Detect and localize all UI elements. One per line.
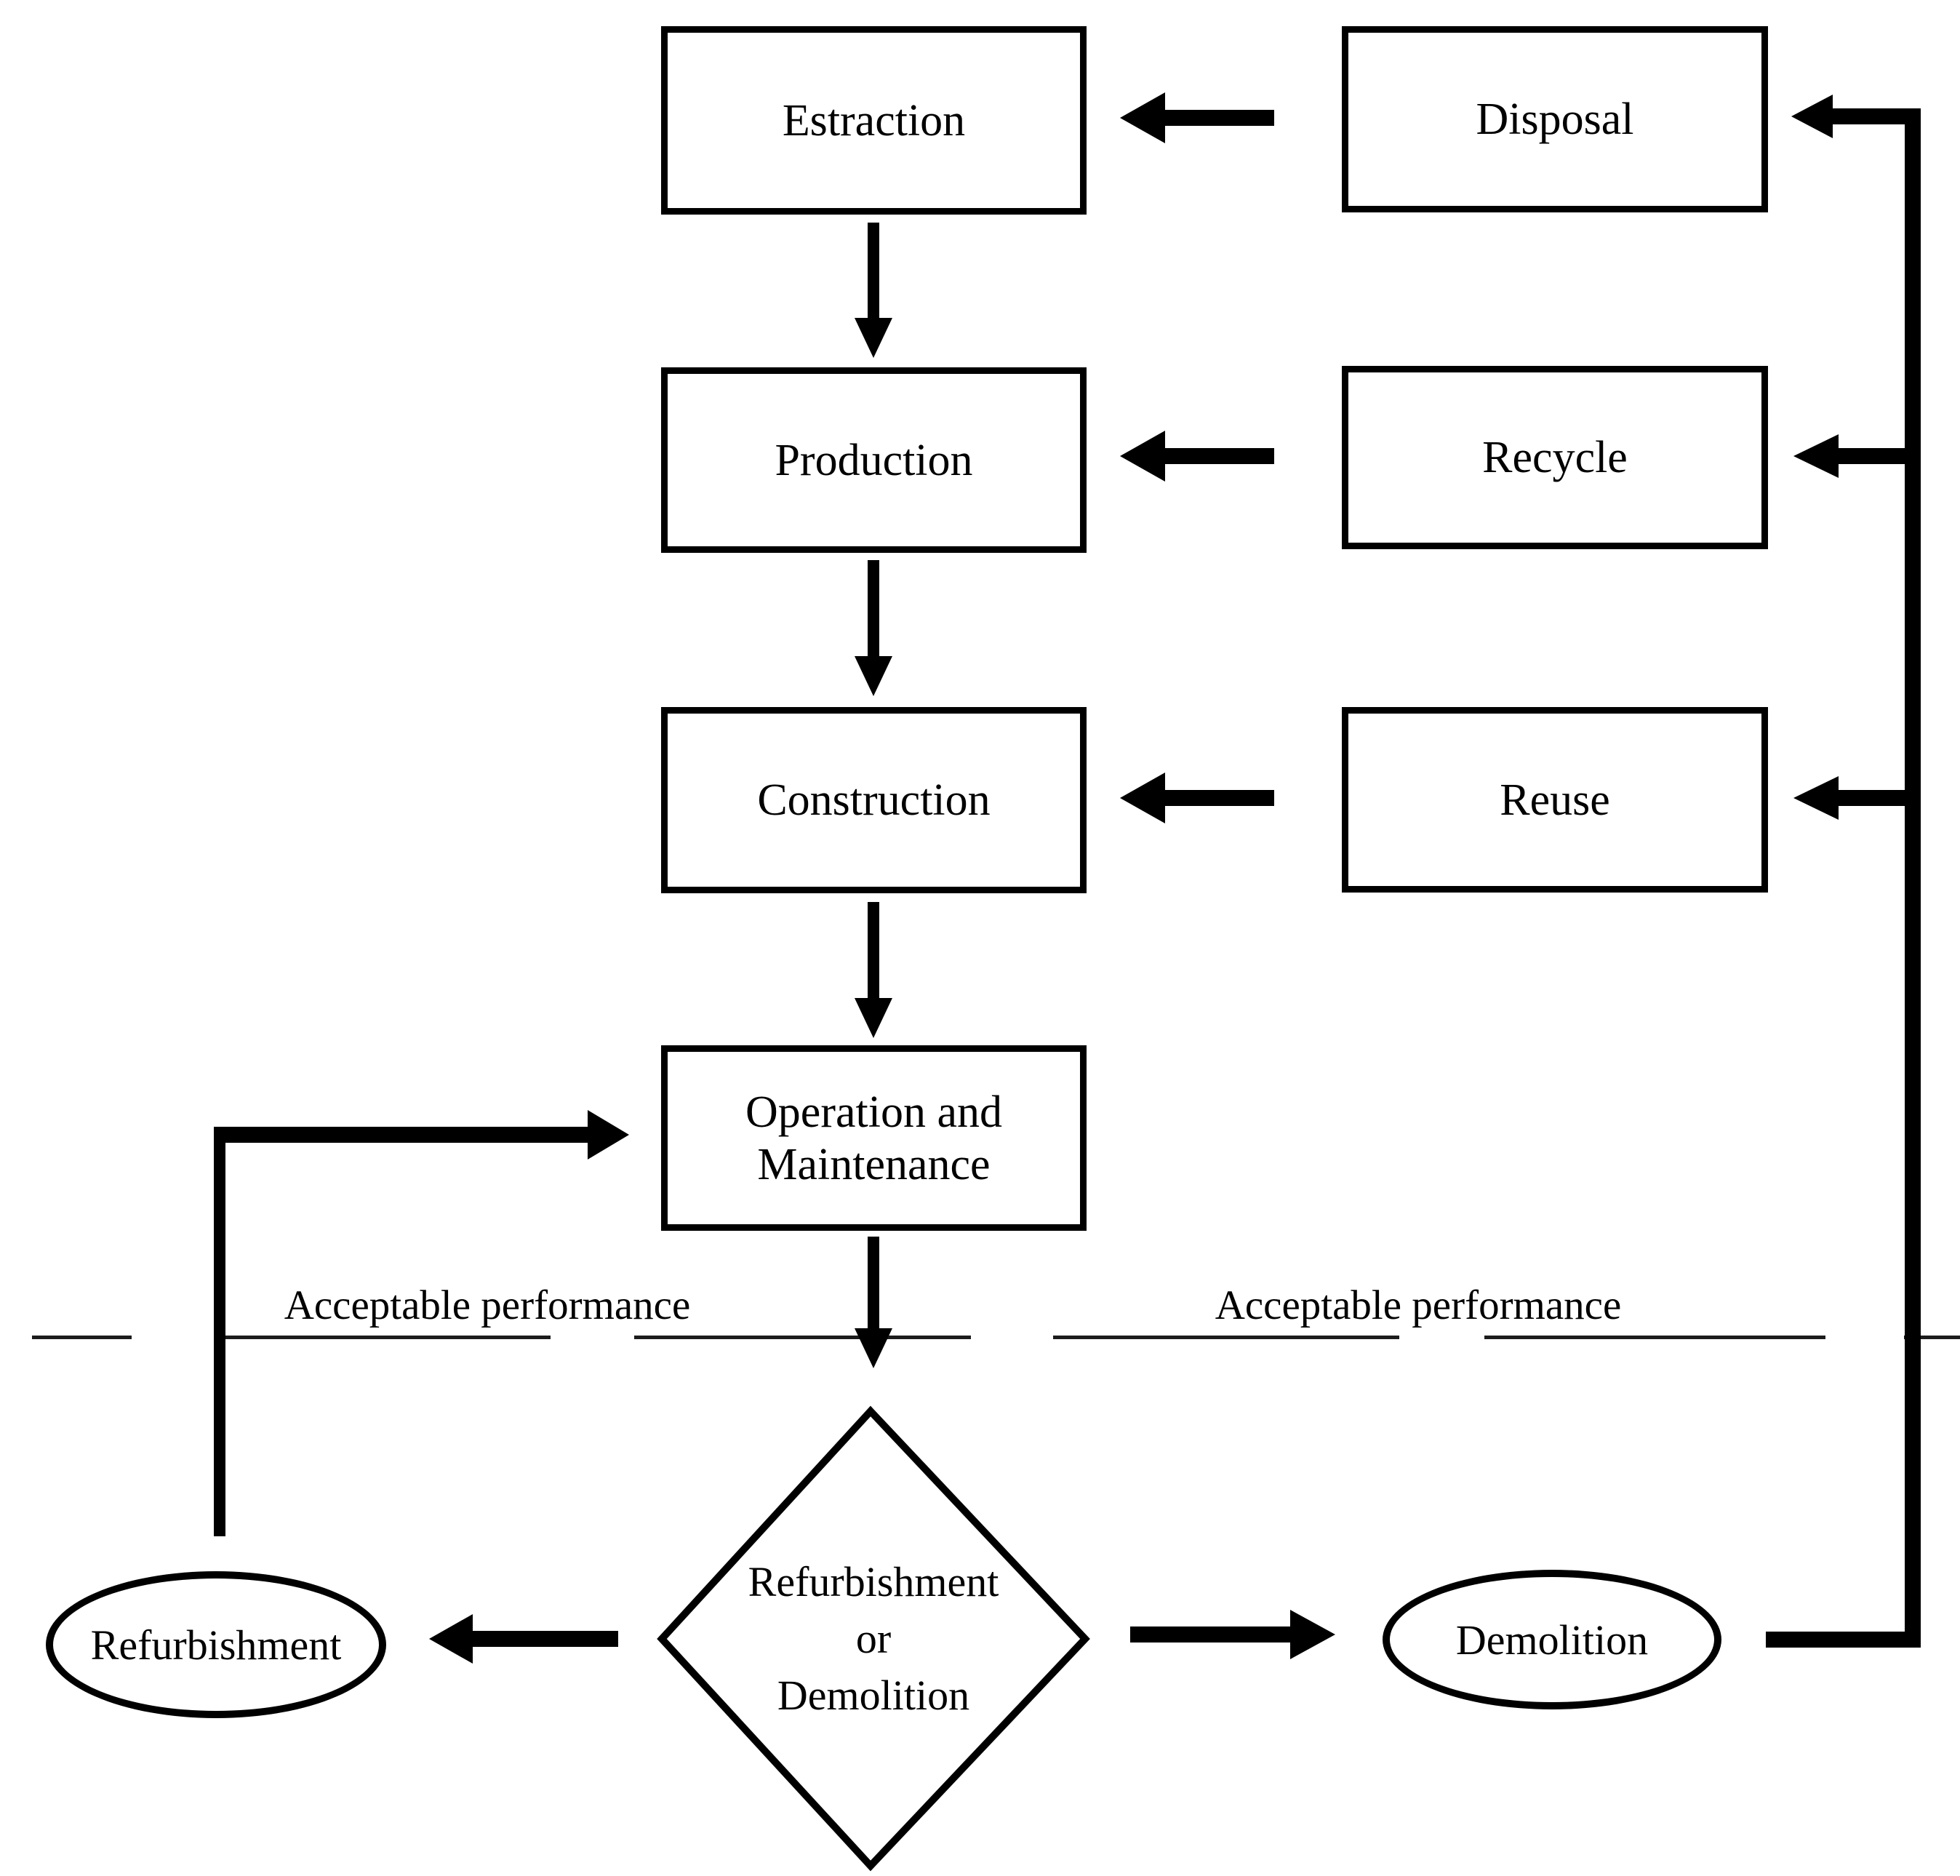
divider-segment <box>1904 1336 1960 1339</box>
feedback-branch-reuse <box>1839 790 1921 806</box>
feedback-branch-recycle <box>1839 448 1921 464</box>
decision-line-1: Refurbishment <box>748 1558 999 1605</box>
node-estraction-label: Estraction <box>782 95 966 145</box>
node-disposal: Disposal <box>1342 26 1768 212</box>
divider-segment <box>1053 1336 1399 1339</box>
node-reuse: Reuse <box>1342 707 1768 893</box>
loop-horizontal-segment <box>214 1127 588 1143</box>
node-recycle: Recycle <box>1342 366 1768 549</box>
terminal-demolition: Demolition <box>1383 1570 1721 1709</box>
node-reuse-label: Reuse <box>1500 775 1610 825</box>
terminal-refurbishment: Refurbishment <box>46 1571 386 1718</box>
divider-segment <box>220 1336 551 1339</box>
node-recycle-label: Recycle <box>1482 433 1628 482</box>
arrowhead-into-operation <box>588 1110 629 1159</box>
node-operation-maintenance-label: Operation and Maintenance <box>745 1087 1002 1189</box>
arrowhead-into-reuse <box>1793 776 1839 820</box>
arrow-decision-to-refurbishment <box>429 1614 618 1664</box>
node-estraction: Estraction <box>661 26 1087 215</box>
divider-segment <box>1484 1336 1825 1339</box>
divider-segment <box>32 1336 132 1339</box>
arrow-operation-to-decision <box>855 1237 892 1368</box>
arrow-decision-to-demolition <box>1130 1610 1335 1659</box>
arrow-disposal-to-estraction <box>1120 92 1274 143</box>
decision-diamond-label: Refurbishment or Demolition <box>725 1554 1022 1724</box>
feedback-bottom-segment <box>1766 1632 1921 1648</box>
acceptable-performance-divider-line <box>32 1336 1960 1339</box>
annotation-acceptable-performance-right: Acceptable performance <box>1215 1282 1622 1328</box>
terminal-demolition-label: Demolition <box>1455 1616 1649 1664</box>
decision-line-3: Demolition <box>777 1672 970 1719</box>
arrow-reuse-to-construction <box>1120 773 1274 823</box>
divider-segment <box>634 1336 971 1339</box>
node-production: Production <box>661 367 1087 553</box>
decision-diamond <box>657 1405 1090 1872</box>
loop-refurbishment-to-operation <box>214 1110 629 1536</box>
terminal-refurbishment-label: Refurbishment <box>90 1621 342 1669</box>
feedback-vertical-segment <box>1905 108 1921 1648</box>
arrow-construction-to-operation <box>855 902 892 1038</box>
arrowhead-into-recycle <box>1793 434 1839 478</box>
annotation-acceptable-performance-left: Acceptable performance <box>284 1282 691 1328</box>
node-construction: Construction <box>661 707 1087 893</box>
loop-vertical-segment <box>214 1127 225 1536</box>
node-construction-label: Construction <box>757 775 991 825</box>
decision-line-2: or <box>855 1615 892 1662</box>
feedback-line-demolition-to-recovery <box>1766 95 1921 1648</box>
node-operation-maintenance: Operation and Maintenance <box>661 1045 1087 1231</box>
arrowhead-into-disposal <box>1791 95 1833 138</box>
arrow-production-to-construction <box>855 560 892 696</box>
node-production-label: Production <box>775 435 973 485</box>
node-disposal-label: Disposal <box>1476 95 1634 144</box>
feedback-top-segment <box>1833 108 1921 124</box>
arrow-estraction-to-production <box>855 223 892 358</box>
arrow-recycle-to-production <box>1120 431 1274 482</box>
